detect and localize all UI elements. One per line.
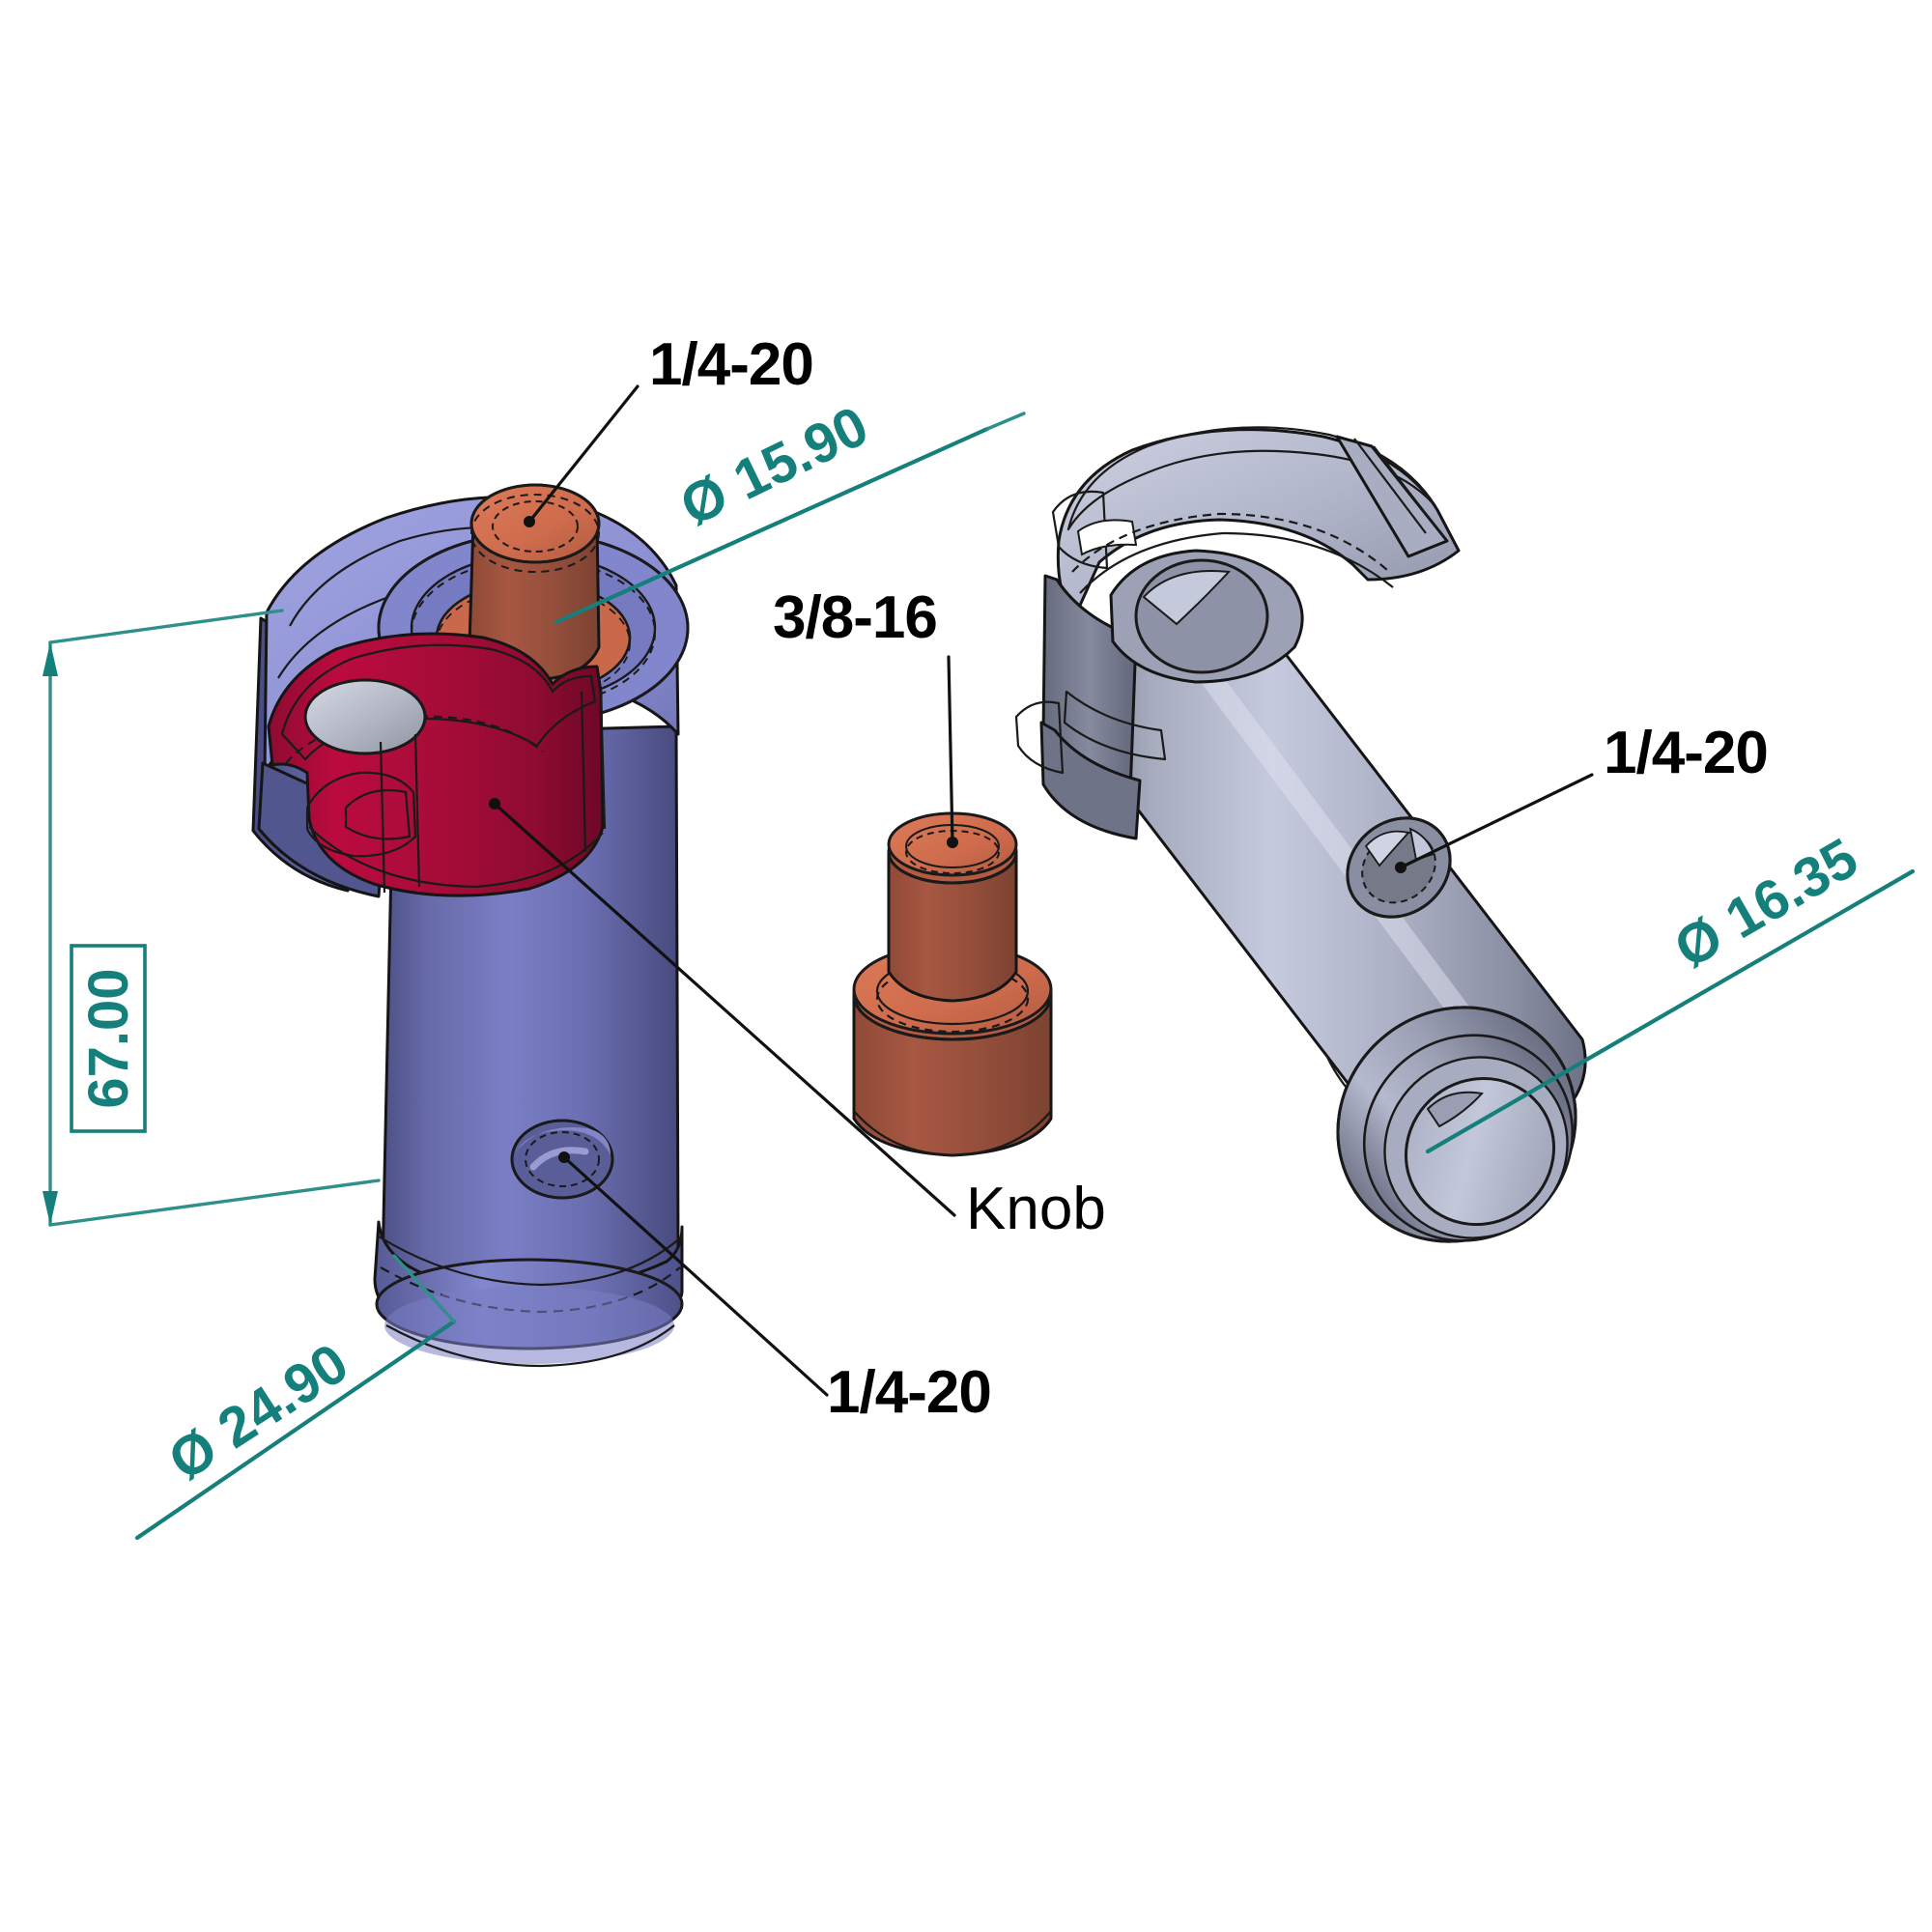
left-stud-thread <box>468 483 601 682</box>
callout-thread-center-stud: 3/8-16 <box>773 584 937 651</box>
dimension-dia-2490: Ø 24.90 <box>157 1331 358 1492</box>
callout-thread-bottom-left: 1/4-20 <box>827 1359 991 1426</box>
dimension-dia-1590: Ø 15.90 <box>670 394 877 538</box>
left-red-knob <box>267 632 607 897</box>
callout-thread-top-left: 1/4-20 <box>649 331 813 398</box>
left-collet-assembly <box>251 483 690 1368</box>
dimension-lines <box>43 412 1916 1541</box>
dimension-length-6700: 67.00 <box>77 968 140 1108</box>
right-clamp-head <box>1014 426 1461 840</box>
right-collet-assembly <box>1014 426 1587 1243</box>
leader-lines <box>489 384 1594 1397</box>
callout-thread-right-body: 1/4-20 <box>1604 720 1768 786</box>
right-barrel <box>1078 617 1587 1243</box>
callout-part-name-knob: Knob <box>966 1176 1106 1242</box>
center-shoulder-stud <box>852 811 1053 1157</box>
